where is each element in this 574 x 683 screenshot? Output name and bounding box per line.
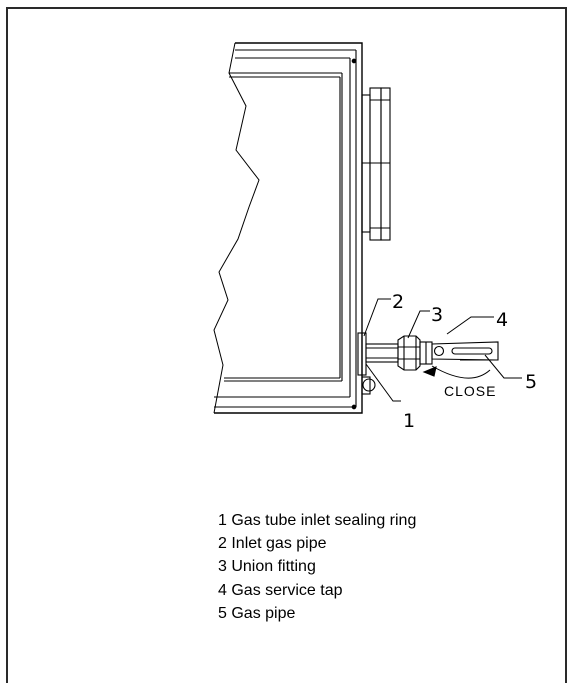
legend-item: 2 Inlet gas pipe — [218, 535, 327, 553]
callout-2: 2 — [392, 291, 404, 313]
flue-collar — [361, 87, 391, 241]
appliance-body — [213, 42, 363, 414]
callout-5: 5 — [525, 371, 537, 393]
union-fitting — [397, 335, 421, 371]
legend-item: 4 Gas service tap — [218, 581, 343, 599]
close-label: CLOSE — [444, 383, 496, 399]
parts-legend: 1 Gas tube inlet sealing ring 2 Inlet ga… — [218, 509, 416, 625]
callout-3: 3 — [431, 304, 443, 326]
gas-connection-assembly — [357, 332, 499, 395]
callout-1: 1 — [403, 410, 415, 432]
close-arrow — [422, 365, 491, 379]
leader-lines — [363, 298, 522, 402]
page-frame — [6, 7, 567, 683]
legend-item: 1 Gas tube inlet sealing ring — [218, 512, 417, 529]
legend-item: 3 Union fitting — [218, 558, 316, 576]
callout-4: 4 — [496, 309, 508, 331]
legend-item: 5 Gas pipe — [218, 604, 296, 622]
inlet-gas-pipe — [365, 343, 399, 363]
